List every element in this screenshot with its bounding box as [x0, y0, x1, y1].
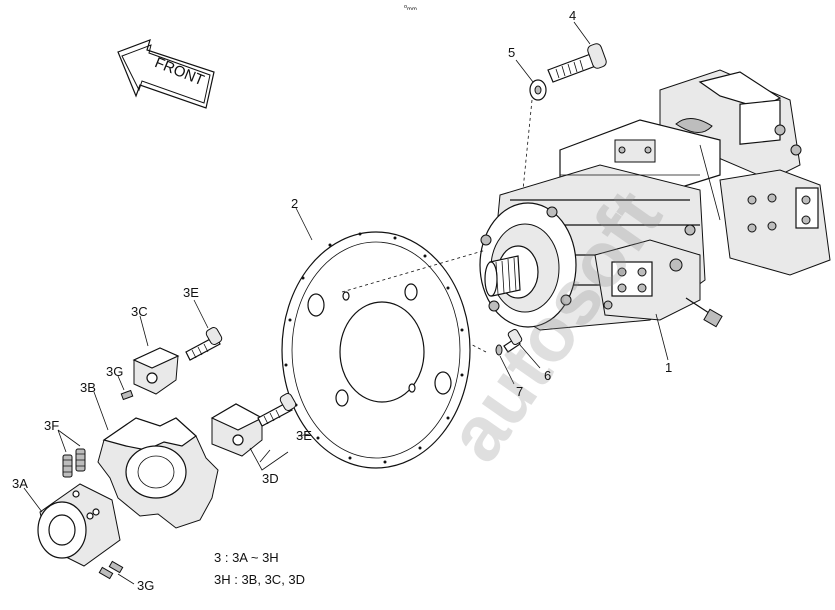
note-components: 3H : 3B, 3C, 3D — [214, 572, 305, 587]
main-pump-assembly-icon — [479, 69, 831, 331]
coupling-element-3b-icon — [97, 417, 219, 529]
callout-7: 7 — [516, 384, 523, 399]
leader-4 — [573, 21, 591, 45]
pin-3g-upper-icon — [120, 389, 134, 401]
leader-2 — [295, 207, 313, 241]
callout-3g-lower: 3G — [137, 578, 154, 593]
bolt-6-icon — [503, 329, 523, 353]
set-screw-3f-icon — [62, 448, 86, 478]
leader-3f — [57, 429, 81, 453]
callout-3a: 3A — [12, 476, 28, 491]
bolt-4-icon — [547, 43, 607, 83]
callout-6: 6 — [544, 368, 551, 383]
clamp-3d-icon — [210, 403, 264, 457]
leader-3d-3e — [259, 433, 311, 463]
coupling-hub-3a-icon — [37, 483, 121, 567]
leader-3e-upper — [193, 299, 209, 329]
leader-3b — [93, 391, 109, 431]
leader-6 — [519, 344, 541, 369]
leader-7 — [499, 355, 515, 385]
flange-plate-2-icon — [281, 231, 471, 469]
leader-3a — [23, 487, 43, 513]
leader-5 — [515, 59, 534, 83]
clamp-3c-icon — [132, 347, 180, 395]
callout-3f: 3F — [44, 418, 59, 433]
header-mark: ᵒₘₘ — [404, 3, 417, 12]
callout-4: 4 — [569, 8, 576, 23]
washer-5-icon — [529, 79, 547, 101]
washer-7-icon — [495, 344, 503, 356]
front-arrow-icon: FRONT — [117, 39, 215, 109]
callout-5: 5 — [508, 45, 515, 60]
pin-3g-lower-icon — [98, 560, 124, 580]
leader-3g-lower — [117, 573, 135, 585]
leader-1 — [655, 313, 669, 361]
callout-3e-lower: 3E — [296, 428, 312, 443]
callout-3g-upper: 3G — [106, 364, 123, 379]
callout-2: 2 — [291, 196, 298, 211]
leader-3c — [139, 315, 149, 347]
callout-3b: 3B — [80, 380, 96, 395]
note-assembly: 3 : 3A ~ 3H — [214, 550, 279, 565]
leader-3g-upper — [117, 375, 125, 391]
bolt-3e-upper-icon — [185, 327, 223, 361]
callout-3d: 3D — [262, 471, 279, 486]
callout-1: 1 — [665, 360, 672, 375]
bolt-3e-lower-icon — [257, 393, 297, 427]
callout-3e-upper: 3E — [183, 285, 199, 300]
callout-3c: 3C — [131, 304, 148, 319]
